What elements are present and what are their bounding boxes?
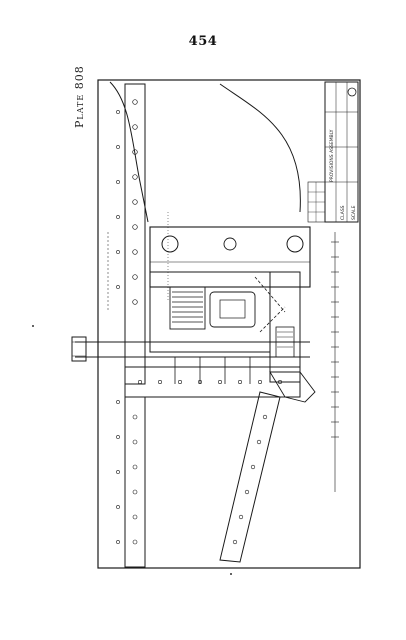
diagonal-brace <box>219 391 281 563</box>
upper-curve <box>219 83 301 213</box>
seal-icon <box>347 87 357 97</box>
rivets-lower-plate <box>138 379 283 384</box>
title-line-2: CLASS <box>340 205 346 220</box>
page-number: 454 <box>188 34 218 49</box>
upper-housing <box>149 226 311 288</box>
boss-center <box>223 237 237 251</box>
shaft-end <box>71 336 87 362</box>
riveted-strip-left <box>124 83 146 385</box>
gear-teeth <box>172 291 203 323</box>
drawing-border <box>97 79 361 569</box>
rivets-left <box>132 99 138 305</box>
boss-left <box>161 235 179 253</box>
title-line-1: PROVISIONS ASSEMBLY <box>329 129 335 182</box>
rivets-far-left <box>116 110 120 544</box>
scan-speck <box>230 573 232 575</box>
rivets-brace <box>232 414 268 545</box>
title-block: PROVISIONS ASSEMBLY CLASS SCALE <box>307 81 359 223</box>
engineering-drawing: PROVISIONS ASSEMBLY CLASS SCALE <box>70 72 370 572</box>
studs <box>174 357 251 384</box>
drawing-canvas: PROVISIONS ASSEMBLY CLASS SCALE <box>71 79 361 569</box>
lower-plate <box>124 366 301 398</box>
hull-curve <box>109 81 149 223</box>
lower-strip-left <box>124 396 146 568</box>
boss-right <box>286 235 304 253</box>
title-line-3: SCALE <box>351 205 357 220</box>
right-pedestal <box>269 271 301 383</box>
scan-speck <box>32 325 34 327</box>
